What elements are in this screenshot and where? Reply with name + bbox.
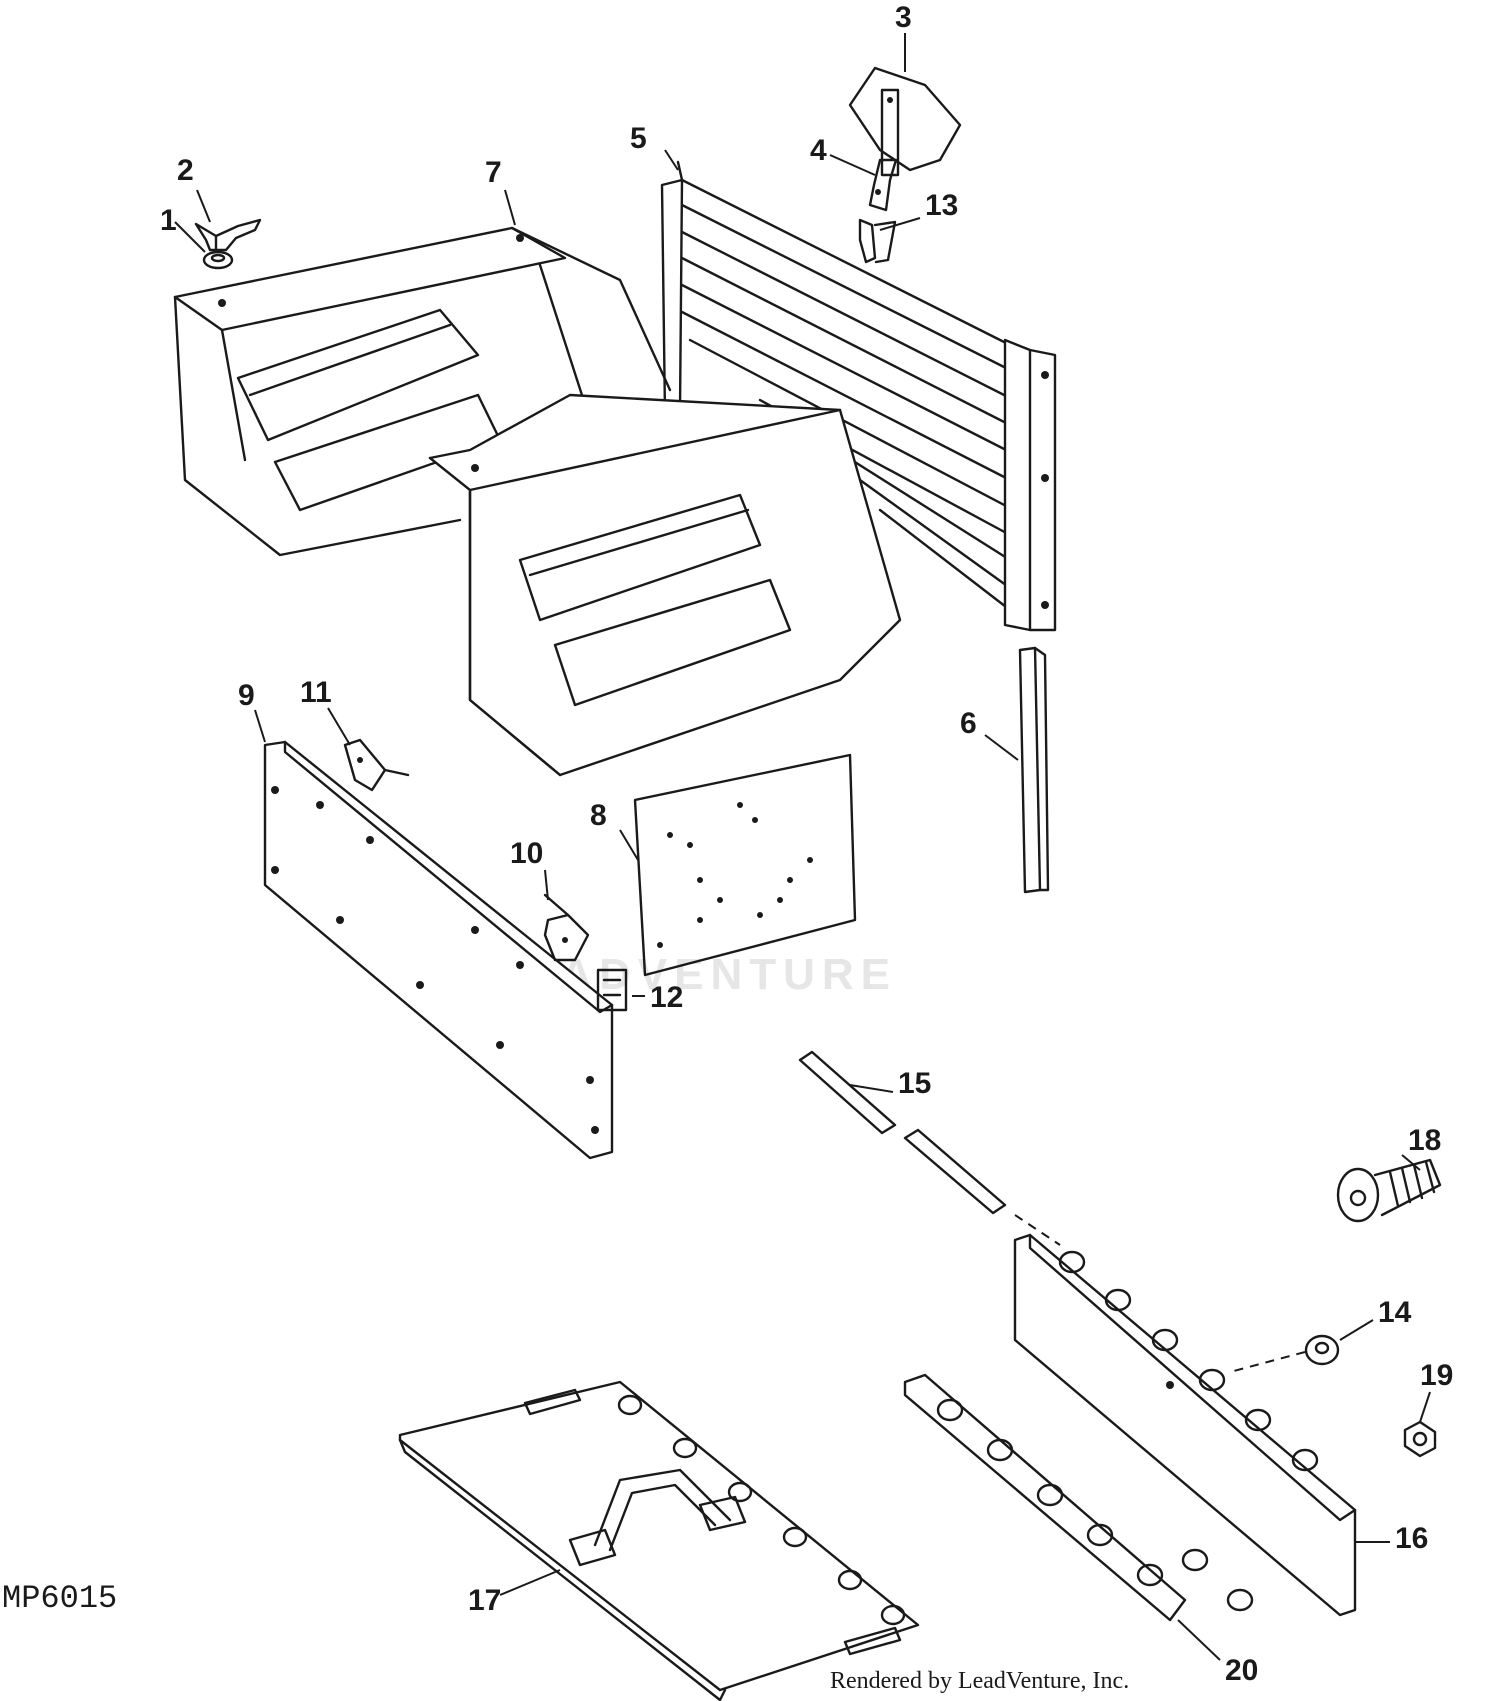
part-11-hinge <box>343 738 410 792</box>
callout-1: 1 <box>160 204 177 237</box>
callout-12: 12 <box>650 981 683 1014</box>
part-15-rods <box>798 1050 1007 1215</box>
part-17-door <box>398 1380 920 1701</box>
part-5-radiator-grille <box>660 160 1057 632</box>
callout-15: 15 <box>898 1067 931 1100</box>
part-1-washer <box>202 250 234 270</box>
callout-16: 16 <box>1395 1522 1428 1555</box>
part-18-latch <box>1336 1158 1442 1223</box>
callout-20: 20 <box>1225 1654 1258 1687</box>
callout-13: 13 <box>925 189 958 222</box>
callout-2: 2 <box>177 154 194 187</box>
callout-5: 5 <box>630 122 647 155</box>
render-credit: Rendered by LeadVenture, Inc. <box>830 1668 1130 1694</box>
part-7-right-shroud <box>428 393 902 777</box>
callout-19: 19 <box>1420 1359 1453 1392</box>
callout-4: 4 <box>810 134 827 167</box>
callout-9: 9 <box>238 679 255 712</box>
part-12-clip <box>596 968 628 1012</box>
part-14-bushing <box>1304 1334 1340 1366</box>
callouts: 1 2 3 4 5 6 7 8 9 10 11 12 13 14 15 16 1… <box>160 1 1453 1687</box>
callout-18: 18 <box>1408 1124 1441 1157</box>
callout-7: 7 <box>485 156 502 189</box>
part-19-nut <box>1403 1420 1437 1458</box>
callout-3: 3 <box>895 1 912 34</box>
part-3-bracket <box>848 66 962 177</box>
callout-17: 17 <box>468 1584 501 1617</box>
callout-14: 14 <box>1378 1296 1412 1329</box>
callout-6: 6 <box>960 707 977 740</box>
callout-10: 10 <box>510 837 543 870</box>
part-16-hinged-panel <box>1013 1233 1357 1617</box>
leader-lines <box>174 33 1431 1661</box>
part-6-strip <box>1018 646 1050 894</box>
callout-11: 11 <box>300 676 332 709</box>
part-7-left-shroud <box>173 226 672 557</box>
callout-8: 8 <box>590 799 607 832</box>
part-10-hinge <box>543 893 590 962</box>
part-13-clip <box>858 218 897 264</box>
part-4-strap <box>868 158 898 212</box>
part-8-decal-plate <box>633 753 857 977</box>
figure-code: MP6015 <box>2 1580 118 1617</box>
part-2-wing-nut <box>194 218 262 252</box>
part-9-side-panel <box>263 740 614 1160</box>
part-20-hinge-strip <box>903 1373 1254 1622</box>
